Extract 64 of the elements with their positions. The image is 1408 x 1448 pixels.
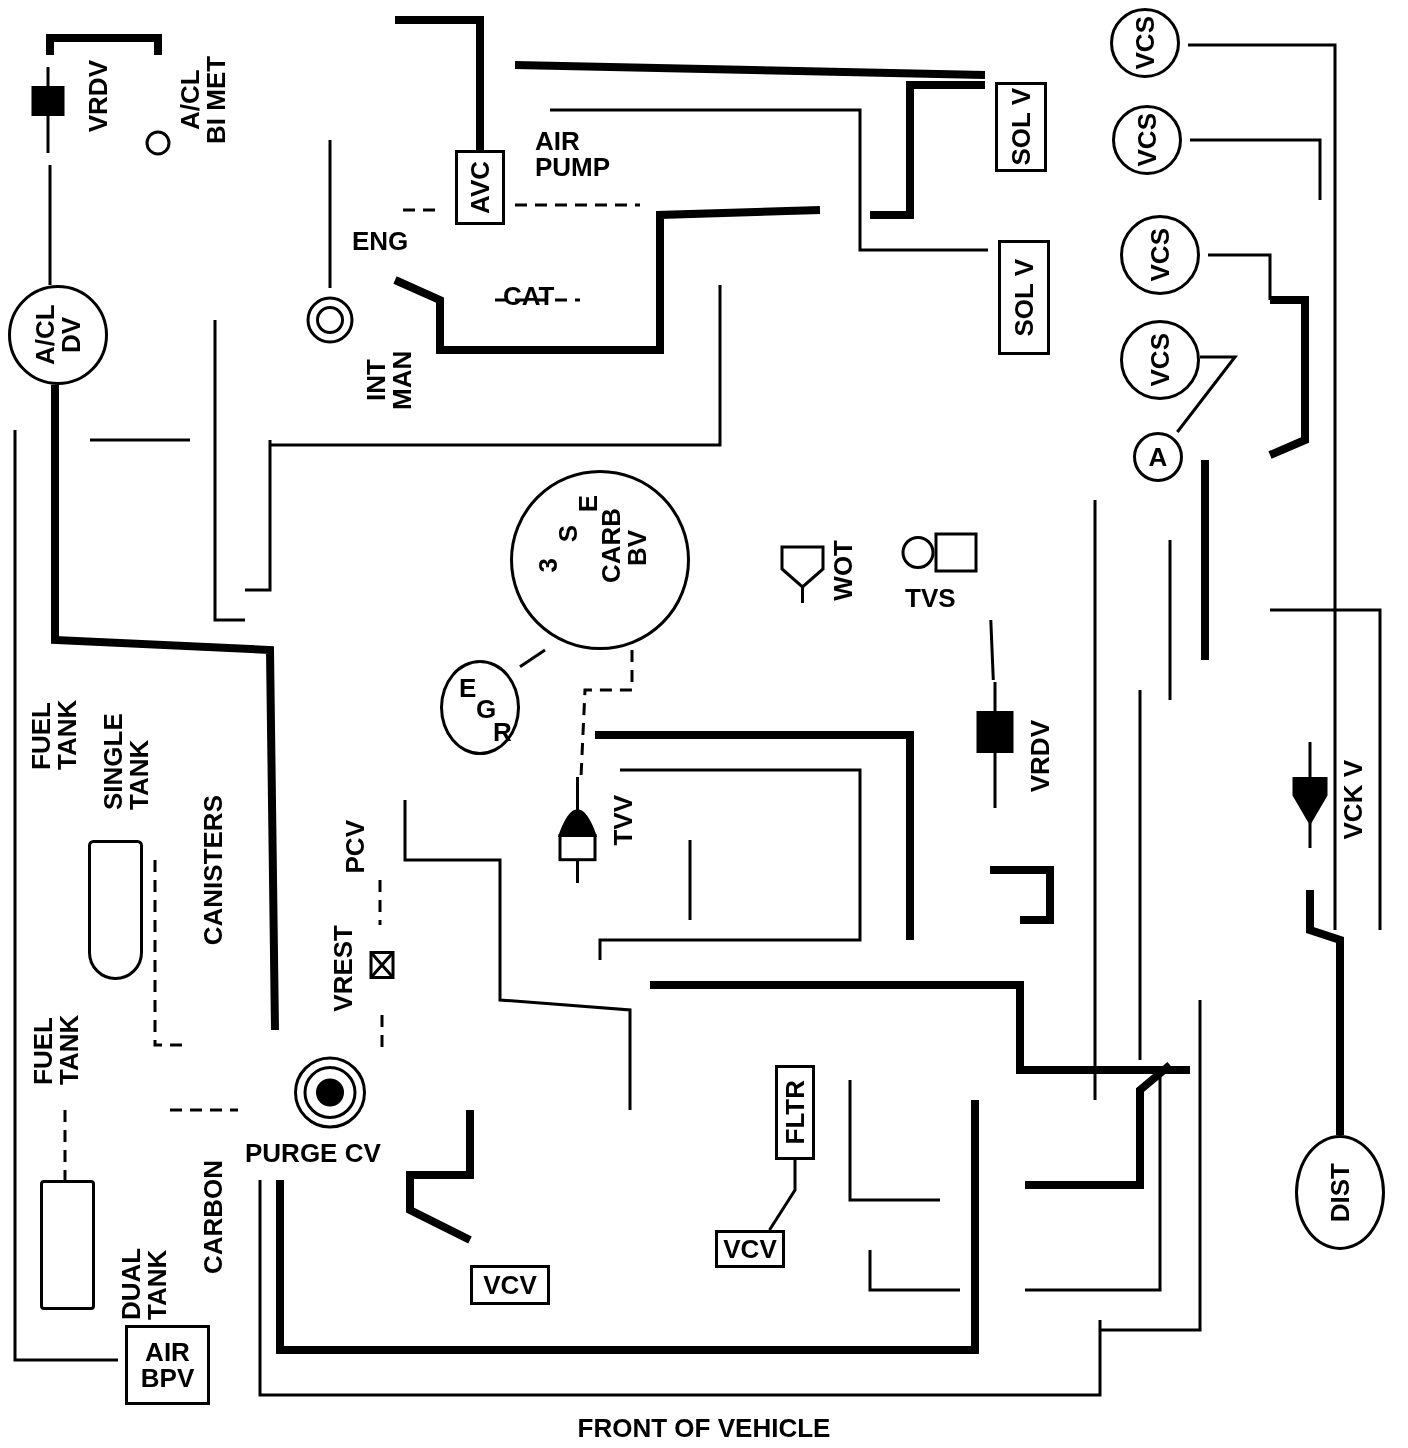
part-label: CANISTERS	[200, 795, 226, 946]
component-circle	[440, 660, 520, 755]
component-box	[125, 1325, 210, 1405]
caption: FRONT OF VEHICLE	[576, 1415, 832, 1441]
component-label: VRDV	[85, 60, 111, 133]
component-label: PURGE CV	[245, 1140, 381, 1166]
component-label: VCS	[1132, 16, 1158, 70]
component-label: VCV	[723, 1236, 777, 1262]
component-label: A	[1148, 444, 1168, 470]
part-label: ENG	[352, 228, 409, 254]
component-circle	[1120, 320, 1200, 400]
component-label: TVV	[610, 795, 636, 846]
vacuum-hose	[989, 619, 995, 681]
component-label: E	[575, 495, 601, 513]
component-box	[998, 240, 1050, 355]
component-box	[715, 1230, 785, 1268]
canister-box	[40, 1180, 95, 1310]
component-label: E	[459, 675, 477, 701]
component-label: VCK V	[1340, 760, 1366, 840]
component-label: VREST	[330, 925, 356, 1012]
component-label: VCS	[1147, 333, 1173, 387]
component-box	[455, 150, 505, 225]
component-label: SOL V	[1008, 88, 1034, 166]
vacuum-hose	[768, 1160, 797, 1231]
component-label: TVS	[905, 585, 956, 611]
component-box	[995, 82, 1047, 172]
component-label: S	[555, 525, 581, 543]
component-circle	[1112, 105, 1182, 175]
component-label: VCV	[483, 1272, 537, 1298]
vacuum-hose	[1176, 355, 1239, 433]
component-label: VCS	[1147, 228, 1173, 282]
component-label: G	[476, 696, 497, 722]
part-label: SINGLE TANK	[100, 712, 152, 810]
component-circle	[1295, 1135, 1385, 1250]
component-label: AIR BPV	[139, 1339, 196, 1391]
vacuum-hose	[579, 650, 634, 776]
component-circle	[1110, 8, 1180, 78]
vacuum-hose	[519, 648, 546, 668]
component-label: FLTR	[782, 1080, 808, 1145]
component-box	[470, 1265, 550, 1305]
component-circle	[510, 470, 690, 650]
part-label: CARBON	[200, 1160, 226, 1275]
component-label: AVC	[467, 161, 493, 214]
component-box	[775, 1065, 815, 1160]
component-label: R	[493, 719, 512, 745]
component-label: INT MAN	[363, 349, 415, 412]
component-circle	[1133, 432, 1183, 482]
part-label: DUAL TANK	[118, 1247, 170, 1320]
component-label: A/CL DV	[32, 303, 84, 368]
component-label: 3	[535, 558, 561, 573]
part-label: FUEL TANK	[30, 1013, 82, 1085]
vacuum-hose	[48, 165, 52, 285]
component-label: A/CL BI MET	[177, 55, 229, 145]
component-circle	[8, 285, 108, 385]
component-label: VCS	[1134, 113, 1160, 167]
component-circle	[1120, 215, 1200, 295]
component-label: VRDV	[1027, 720, 1053, 793]
component-label: SOL V	[1011, 258, 1037, 337]
component-label: DIST	[1327, 1162, 1353, 1223]
canister-box	[88, 840, 143, 980]
component-label: WOT	[830, 540, 856, 601]
part-label: FUEL TANK	[28, 698, 80, 770]
part-label: AIR PUMP	[535, 128, 612, 180]
part-label: PCV	[342, 820, 368, 874]
